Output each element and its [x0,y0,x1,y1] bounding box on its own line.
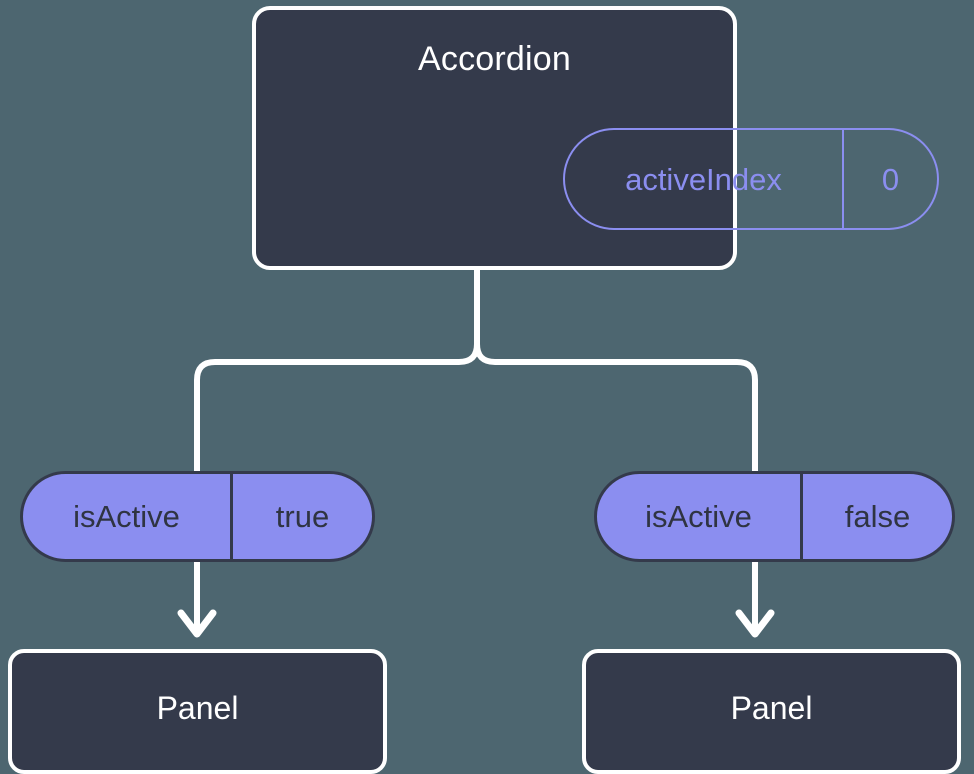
arrow-head-right [735,609,775,638]
prop-key: isActive [597,474,803,559]
prop-value: false [844,499,911,534]
arrow-head-left [177,609,217,638]
component-node-panel-left[interactable]: Panel [8,649,387,774]
prop-value: 0 [881,161,900,197]
branch-line-right [474,343,758,471]
prop-value: true [275,499,330,534]
prop-badge-activeindex: activeIndex 0 [563,128,939,230]
branch-line-left [194,343,480,471]
component-title: Panel [156,690,239,726]
prop-key: activeIndex [565,130,844,228]
prop-key: isActive [23,474,233,559]
prop-badge-isactive-left: isActive true [20,471,375,562]
component-node-panel-right[interactable]: Panel [582,649,961,774]
component-title: Panel [730,690,813,726]
prop-badge-isactive-right: isActive false [594,471,955,562]
component-title: Accordion [418,40,571,78]
component-node-accordion[interactable]: Accordion activeIndex 0 [252,6,939,270]
